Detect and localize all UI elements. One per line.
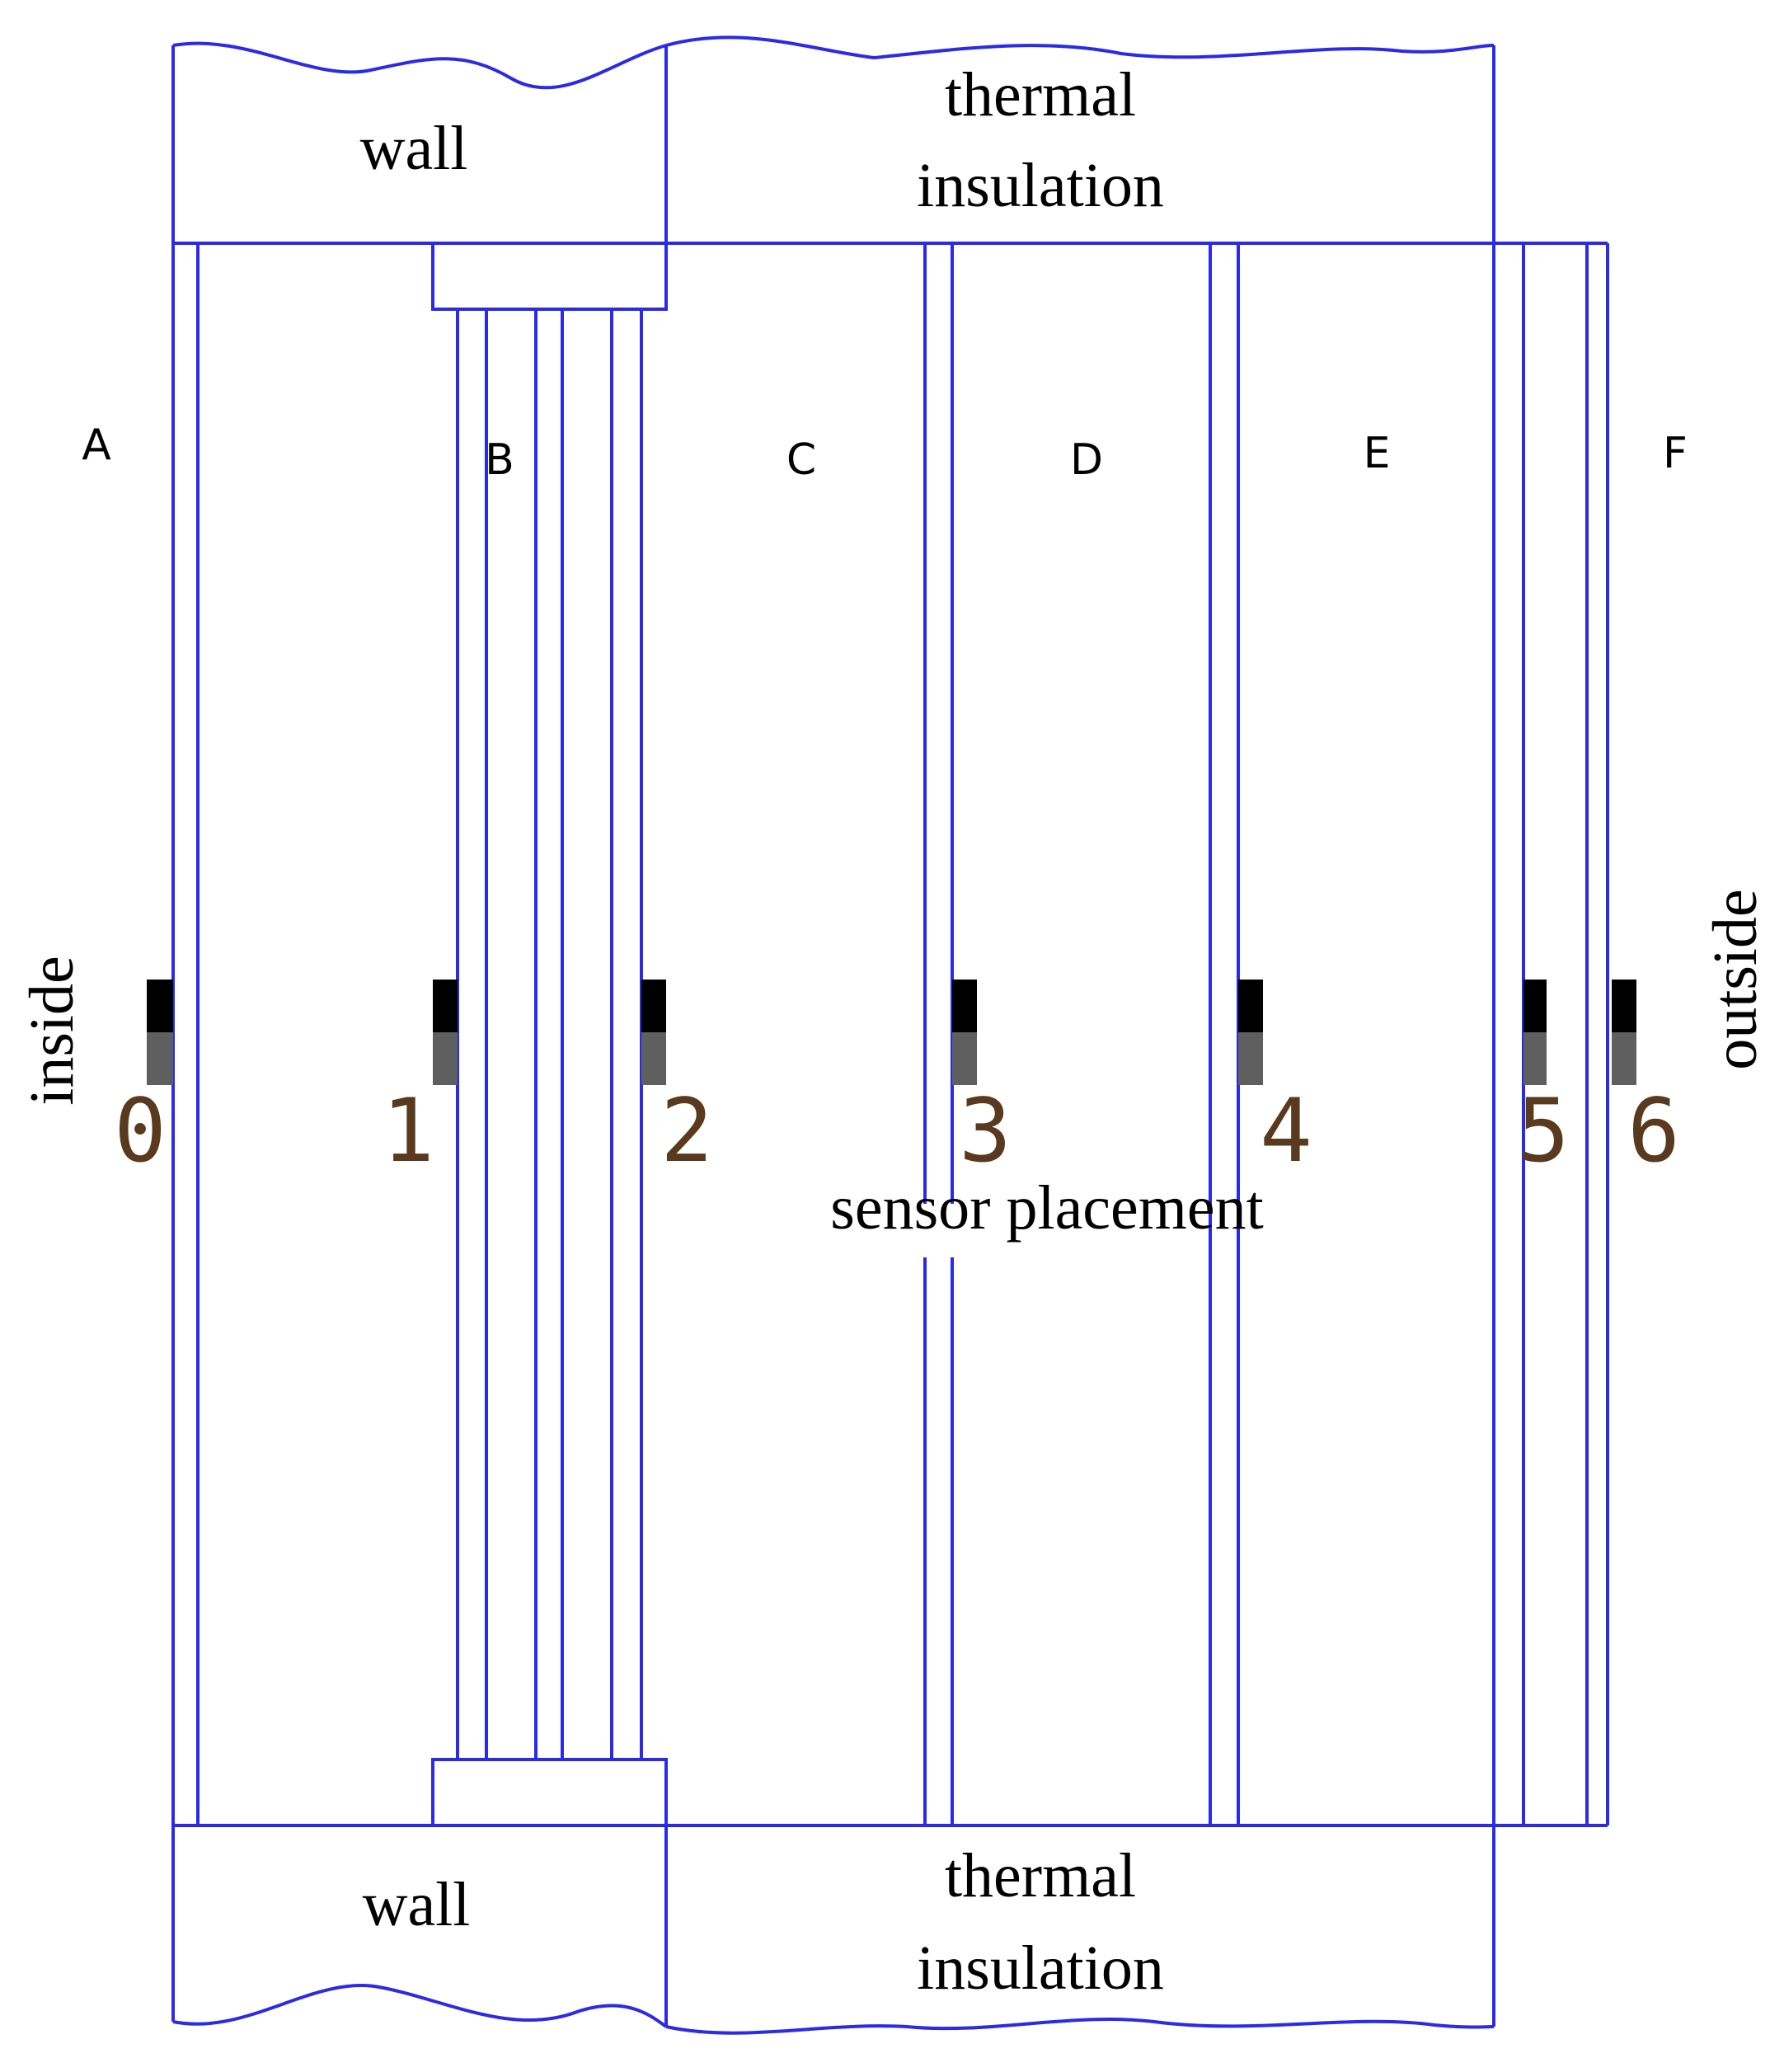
sensor-4 <box>1238 980 1263 1085</box>
top-insulation-wavy-edge <box>665 35 1495 60</box>
diagram-lines <box>171 35 1609 2035</box>
wall-label-top: wall <box>360 114 468 183</box>
insulation-label-bottom-line1: thermal <box>945 1841 1136 1910</box>
layer-label-c: C <box>786 435 816 485</box>
sensor-0 <box>147 980 173 1085</box>
sensor-markers <box>147 980 1636 1085</box>
outside-label: outside <box>1701 889 1770 1070</box>
bottom-insulation-wavy-edge <box>665 2017 1495 2035</box>
insulation-label-bottom-line2: insulation <box>917 1933 1164 2003</box>
frame-cap-bottom <box>431 1758 668 1827</box>
sensor-2 <box>641 980 666 1085</box>
frame-cap-top <box>431 242 668 311</box>
sensor-number-3: 3 <box>959 1080 1012 1182</box>
bottom-wavy-edge <box>172 1984 668 2028</box>
sensor-number-2: 2 <box>660 1080 713 1182</box>
sensor-number-6: 6 <box>1627 1080 1680 1182</box>
insulation-label-top-line1: thermal <box>945 60 1136 129</box>
sensor-3 <box>952 980 977 1085</box>
layer-label-e: E <box>1364 429 1391 478</box>
sensor-5 <box>1523 980 1547 1085</box>
layer-label-a: A <box>82 421 111 470</box>
wall-label-bottom: wall <box>363 1870 471 1939</box>
sensor-placement-label: sensor placement <box>830 1173 1263 1243</box>
sensor-number-1: 1 <box>382 1080 434 1182</box>
layer-label-b: B <box>485 435 514 485</box>
sensor-6 <box>1612 980 1636 1085</box>
layer-label-d: D <box>1070 435 1103 485</box>
insulation-label-top-line2: insulation <box>917 151 1164 220</box>
sensor-number-0: 0 <box>114 1080 167 1182</box>
top-wavy-edge <box>172 41 667 90</box>
sensor-1 <box>433 980 458 1085</box>
sensor-number-5: 5 <box>1517 1080 1570 1182</box>
inside-label: inside <box>17 956 87 1106</box>
layer-label-f: F <box>1663 429 1688 478</box>
sensor-number-4: 4 <box>1260 1080 1312 1182</box>
